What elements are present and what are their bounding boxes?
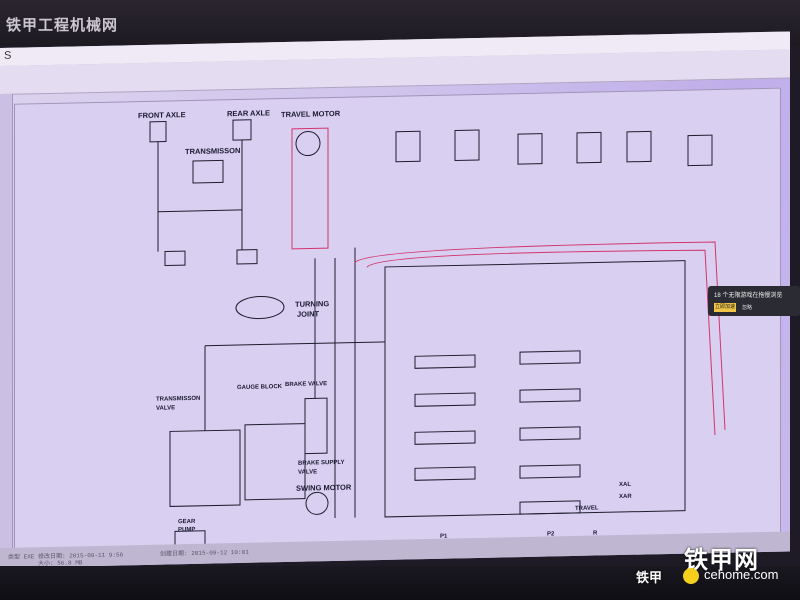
label-rear-axle: REAR AXLE <box>227 108 271 119</box>
watermark-site: cehome.com <box>704 567 779 582</box>
label-travel-motor: TRAVEL MOTOR <box>281 108 341 120</box>
label-travel: TRAVEL <box>575 505 599 512</box>
status-type: 类型 EXE <box>8 553 35 561</box>
label-brake-supply-2: VALVE <box>298 469 318 476</box>
label-transmission: TRANSMISSON <box>185 145 241 157</box>
label-joint: JOINT <box>297 309 320 319</box>
label-gear: GEAR <box>178 518 196 526</box>
monitor-bezel-bottom <box>0 566 800 600</box>
app-icon: S <box>4 49 12 62</box>
cylinder-3 <box>517 133 543 165</box>
cylinder-5 <box>626 130 652 163</box>
pilot-line-1 <box>366 249 716 436</box>
label-front-axle: FRONT AXLE <box>138 110 186 121</box>
front-axle-symbol <box>149 121 167 143</box>
status-created: 创建日期: 2015-09-12 10:01 <box>160 548 249 558</box>
transmission-valve-block <box>169 429 241 507</box>
label-brake-valve: BRAKE VALVE <box>285 381 328 389</box>
front-axle-wheel <box>164 250 186 267</box>
label-swing-motor: SWING MOTOR <box>296 482 352 493</box>
monitor-screen: S <box>0 31 790 569</box>
label-xar: XAR <box>619 493 632 501</box>
brake-valve-block <box>304 397 328 455</box>
label-turning: TURNING <box>295 299 330 309</box>
speedup-popup[interactable]: 18 个无限游戏在拖慢浏览 立即加速 忽略 <box>708 286 800 316</box>
label-transmission-valve-2: VALVE <box>156 405 176 412</box>
swing-motor-symbol <box>305 491 329 515</box>
rear-axle-wheel <box>236 249 258 265</box>
cylinder-2 <box>454 129 480 161</box>
popup-ignore-link[interactable]: 忽略 <box>742 305 753 311</box>
travel-motor-symbol <box>295 131 321 157</box>
cylinder-1 <box>395 130 421 163</box>
watermark-badge-icon <box>683 568 699 584</box>
control-valve-block <box>384 260 686 518</box>
label-xal: XAL <box>619 481 631 489</box>
label-brake-supply-1: BRAKE SUPPLY <box>298 459 345 467</box>
popup-accelerate-button[interactable]: 立即加速 <box>714 303 736 312</box>
watermark-top: 铁甲工程机械网 <box>6 17 119 34</box>
turning-joint-symbol <box>235 296 285 320</box>
cylinder-6 <box>687 134 713 167</box>
schematic-document: FRONT AXLE REAR AXLE TRAVEL MOTOR TRANSM… <box>14 87 781 551</box>
watermark-brand-small: 铁甲 <box>636 570 663 585</box>
pilot-line-2 <box>354 241 726 430</box>
spool-valves <box>414 350 581 515</box>
label-gauge-block: GAUGE BLOCK <box>237 384 282 392</box>
brake-supply-block <box>244 423 306 501</box>
transmission-symbol <box>192 159 224 184</box>
label-transmission-valve-1: TRANSMISSON <box>156 395 201 403</box>
label-pump: PUMP <box>178 526 196 534</box>
cylinder-4 <box>576 131 602 164</box>
rear-axle-symbol <box>232 119 252 141</box>
popup-title: 18 个无限游戏在拖慢浏览 <box>714 293 783 299</box>
viewer-left-scrollbar[interactable] <box>0 93 13 554</box>
hydraulic-schematic <box>149 119 726 546</box>
